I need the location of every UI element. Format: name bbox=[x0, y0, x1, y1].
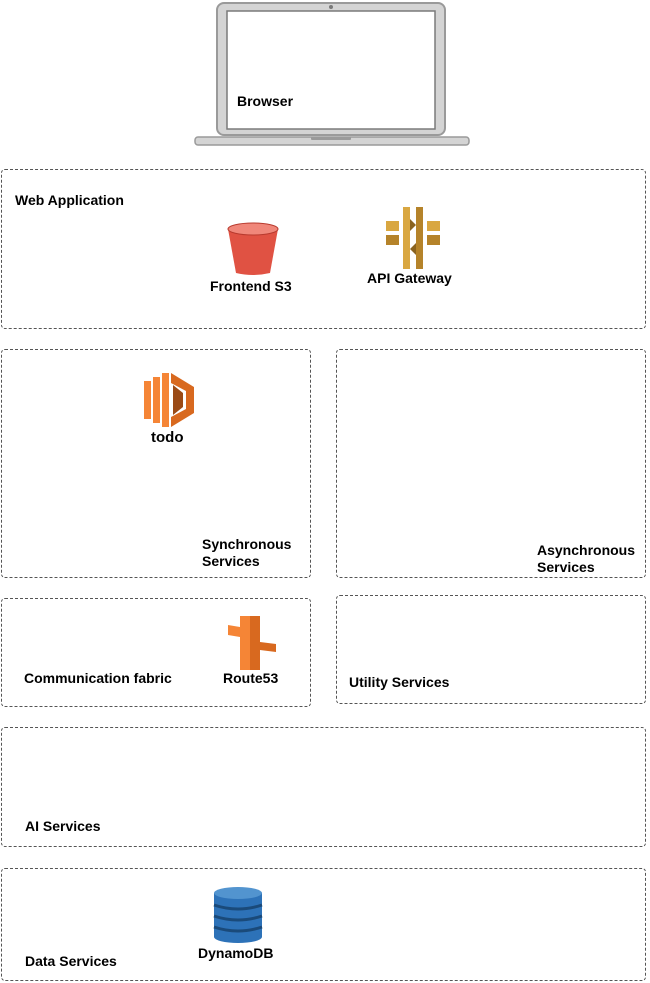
dynamodb-icon bbox=[213, 887, 263, 943]
ai-services-title: AI Services bbox=[25, 818, 101, 834]
communication-fabric-container bbox=[1, 598, 311, 707]
route53-icon bbox=[228, 616, 276, 670]
frontend-s3-label: Frontend S3 bbox=[210, 278, 292, 294]
route53-label: Route53 bbox=[223, 670, 279, 686]
synchronous-services-title: Synchronous Services bbox=[202, 536, 292, 569]
utility-services-container bbox=[336, 595, 646, 704]
data-services-title: Data Services bbox=[25, 953, 117, 969]
asynchronous-services-title: Asynchronous Services bbox=[537, 542, 636, 575]
api-gateway-label: API Gateway bbox=[367, 270, 452, 286]
s3-bucket-icon bbox=[227, 222, 279, 275]
data-services-container bbox=[1, 868, 646, 981]
laptop-icon bbox=[194, 2, 470, 146]
web-application-container bbox=[1, 169, 646, 329]
api-gateway-icon bbox=[386, 207, 440, 269]
dynamodb-label: DynamoDB bbox=[198, 945, 274, 961]
todo-lambda-label: todo bbox=[151, 429, 184, 446]
synchronous-services-container bbox=[1, 349, 311, 578]
lambda-icon bbox=[144, 373, 194, 427]
asynchronous-services-container bbox=[336, 349, 646, 578]
communication-fabric-title: Communication fabric bbox=[24, 670, 172, 686]
web-application-title: Web Application bbox=[15, 192, 124, 208]
utility-services-title: Utility Services bbox=[349, 674, 450, 690]
ai-services-container bbox=[1, 727, 646, 847]
browser-label: Browser bbox=[237, 93, 294, 109]
